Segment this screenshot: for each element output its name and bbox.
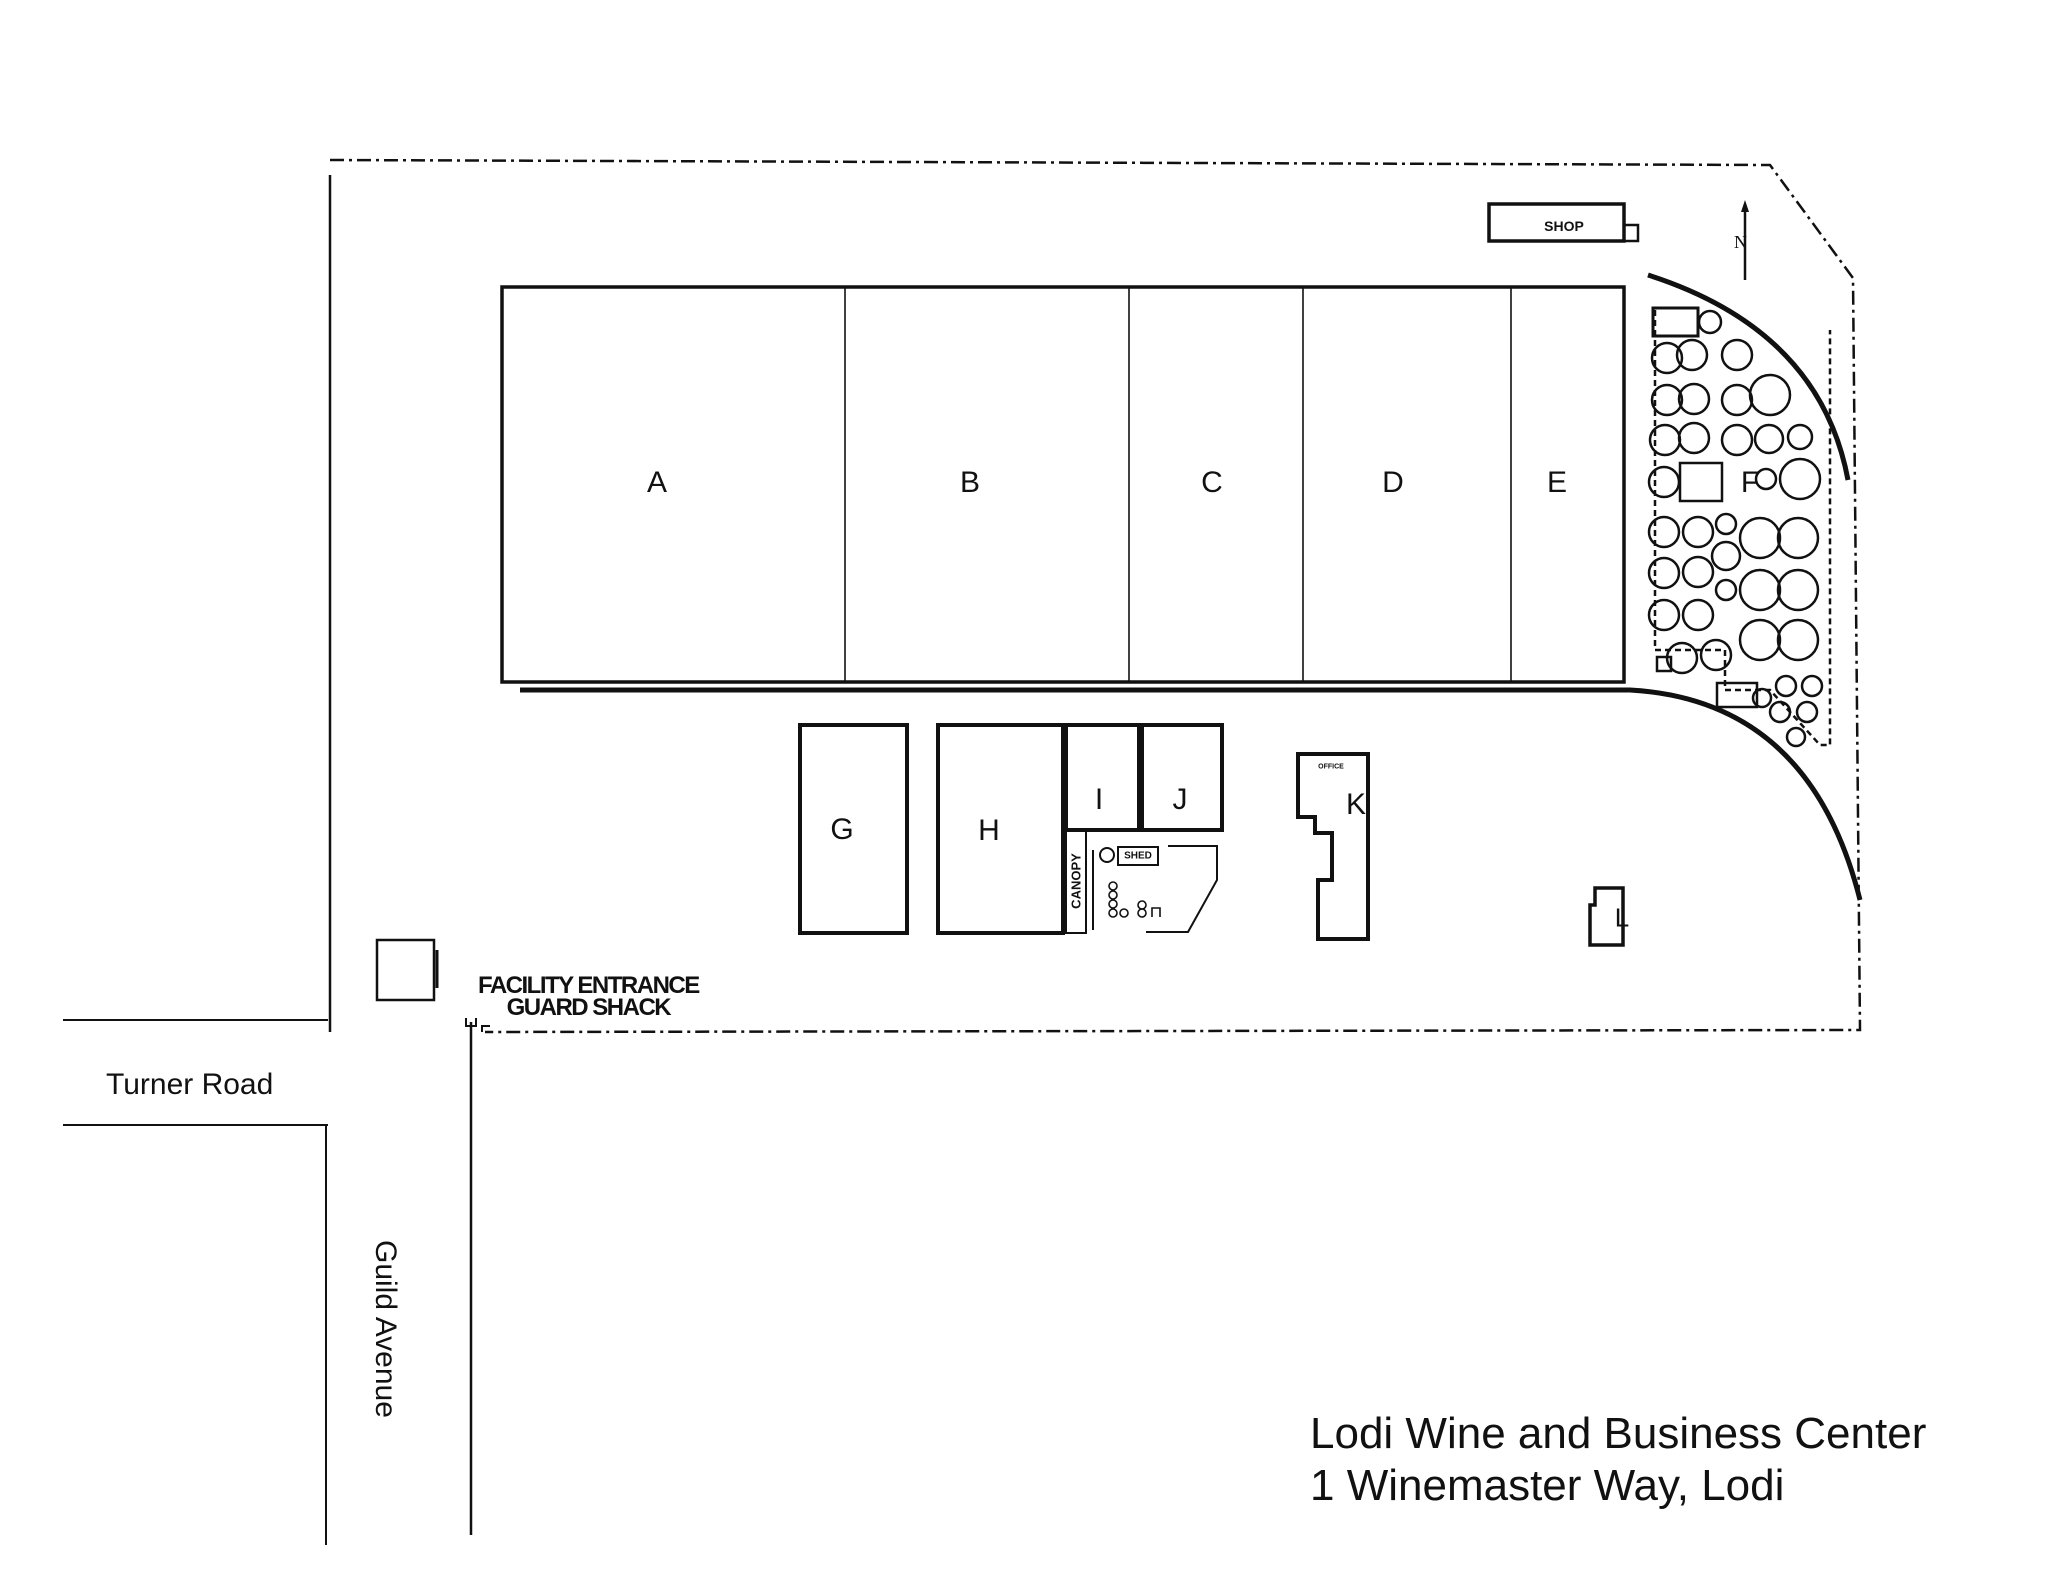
building-label-g: G [830, 813, 854, 846]
building-label-b: B [959, 466, 981, 499]
building-label-c: C [1201, 466, 1223, 499]
entrance-line-1: FACILITY ENTRANCE [478, 972, 700, 999]
tanks [1647, 309, 1824, 748]
north-label: N [1734, 232, 1747, 252]
canopy-structure [1065, 829, 1087, 934]
facility-entrance-label: FACILITY ENTRANCE GUARD SHACK [478, 972, 700, 1021]
title-line-2: 1 Winemaster Way, Lodi [1310, 1461, 1785, 1510]
shop-label: SHOP [1544, 218, 1584, 234]
building-strip-a-e [500, 285, 1626, 684]
building-label-i: I [1094, 783, 1104, 816]
shed-building [1117, 846, 1159, 866]
property-fence [329, 158, 1862, 1034]
turner-road-label: Turner Road [106, 1068, 274, 1101]
building-l [1588, 886, 1625, 947]
office-label: OFFICE [1318, 763, 1344, 771]
building-g [798, 723, 909, 935]
building-label-a: A [646, 466, 668, 499]
tank-farm-boundary [1653, 310, 1832, 747]
shed-label: SHED [1124, 850, 1152, 862]
building-label-k: K [1345, 788, 1367, 821]
building-i [1064, 723, 1141, 832]
building-label-f: F [1740, 466, 1760, 499]
building-label-h: H [978, 814, 1000, 847]
building-label-j: J [1172, 783, 1188, 816]
building-label-l: L [1614, 902, 1630, 933]
building-h [936, 723, 1065, 935]
building-label-d: D [1382, 466, 1404, 499]
guild-avenue-label: Guild Avenue [369, 1240, 402, 1418]
building-label-e: E [1546, 466, 1568, 499]
shop-building [1487, 202, 1626, 243]
entrance-line-2: GUARD SHACK [506, 994, 672, 1021]
tank-farm-road [1647, 272, 1851, 481]
internal-road [520, 687, 1863, 901]
tank-farm-center [1678, 461, 1724, 503]
title-line-1: Lodi Wine and Business Center [1310, 1409, 1927, 1458]
guard-shack [375, 938, 436, 1002]
canopy-label: CANOPY [1068, 853, 1084, 909]
tank-farm-entrance [1651, 306, 1700, 338]
map-title: Lodi Wine and Business Center 1 Winemast… [1310, 1408, 1926, 1512]
building-k [1296, 752, 1370, 941]
building-j [1140, 723, 1224, 832]
